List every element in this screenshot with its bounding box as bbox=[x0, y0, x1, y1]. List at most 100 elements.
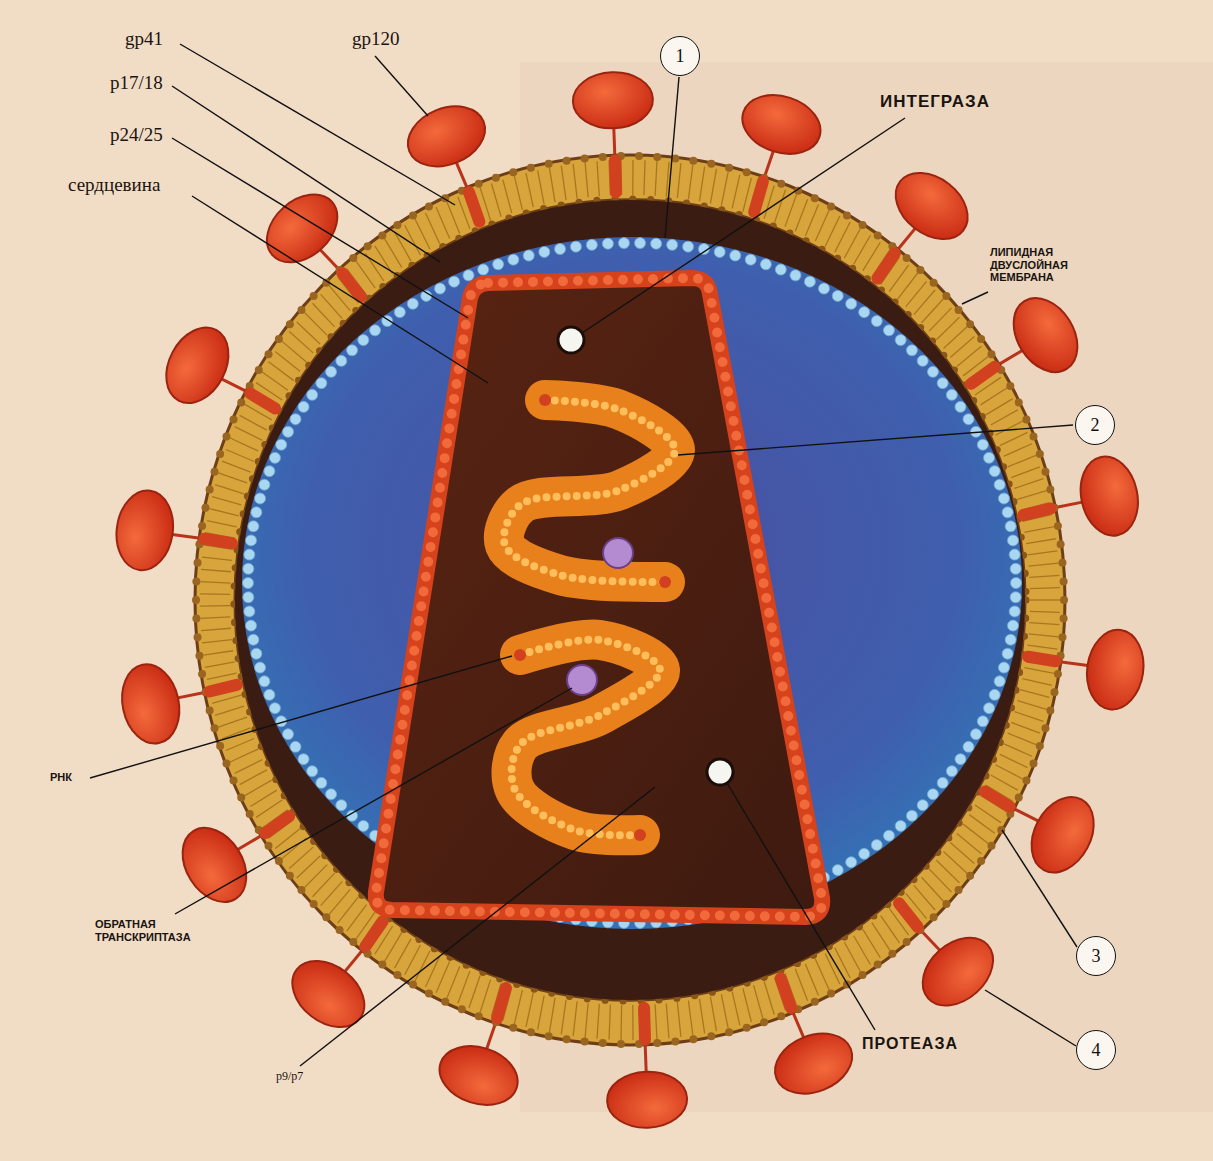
lipid-head bbox=[192, 615, 200, 623]
lipid-tail bbox=[405, 945, 421, 975]
lipid-head bbox=[1046, 706, 1054, 714]
rna-end bbox=[514, 649, 526, 661]
matrix-bead bbox=[917, 355, 928, 366]
lipid-head bbox=[617, 1040, 625, 1048]
lipid-head bbox=[1060, 577, 1068, 585]
matrix-bead bbox=[998, 493, 1009, 504]
matrix-bead bbox=[955, 401, 966, 412]
gp41-stem bbox=[265, 816, 289, 833]
lipid-tail bbox=[425, 956, 439, 987]
lipid-head bbox=[198, 522, 206, 530]
lipid-tail bbox=[721, 994, 728, 1028]
matrix-bead bbox=[1005, 521, 1016, 532]
lipid-tail bbox=[538, 996, 544, 1030]
lipid-tail bbox=[957, 833, 982, 853]
lipid-tail bbox=[835, 222, 850, 252]
leader-line bbox=[962, 292, 988, 304]
lipid-tail bbox=[688, 165, 692, 200]
lipid-head bbox=[653, 1039, 661, 1047]
gp41-stem bbox=[781, 978, 791, 1008]
lipid-tail bbox=[226, 739, 254, 751]
lipid-tail bbox=[1024, 527, 1054, 533]
matrix-bead bbox=[984, 452, 995, 463]
lipid-tail bbox=[1017, 491, 1046, 500]
matrix-bead bbox=[955, 754, 966, 765]
matrix-bead bbox=[946, 766, 957, 777]
gp41-stem bbox=[971, 367, 995, 384]
gp41-stem bbox=[609, 160, 622, 192]
lipid-head bbox=[286, 320, 294, 328]
lipid-tail bbox=[425, 213, 439, 244]
matrix-bead bbox=[906, 810, 917, 821]
lipid-tail bbox=[854, 936, 871, 965]
lipid-head bbox=[930, 279, 938, 287]
lipid-head bbox=[707, 160, 715, 168]
lipid-head bbox=[216, 742, 224, 750]
lipid-head bbox=[1015, 793, 1023, 801]
lipid-tail bbox=[754, 182, 763, 215]
rna-texture bbox=[511, 640, 660, 836]
matrix-bead bbox=[269, 452, 280, 463]
lipid-head bbox=[1060, 615, 1068, 623]
lipid-head bbox=[255, 366, 263, 374]
lipid-head bbox=[364, 242, 372, 250]
lipid-head bbox=[1030, 433, 1038, 441]
lipid-head bbox=[966, 320, 974, 328]
lipid-tail bbox=[1024, 668, 1054, 674]
matrix-bead bbox=[508, 254, 519, 265]
lipid-tail bbox=[710, 997, 716, 1031]
matrix-bead bbox=[977, 716, 988, 727]
lipid-tail bbox=[514, 176, 522, 210]
lipid-tail bbox=[881, 916, 900, 943]
matrix-bead bbox=[370, 325, 381, 336]
matrix-bead bbox=[259, 676, 270, 687]
lipid-tail bbox=[205, 662, 235, 667]
matrix-bead bbox=[790, 270, 801, 281]
lipid-head bbox=[192, 596, 200, 604]
matrix-bead bbox=[244, 549, 255, 560]
matrix-bead bbox=[1002, 648, 1013, 659]
lipid-head bbox=[930, 913, 938, 921]
lipid-head bbox=[393, 971, 401, 979]
lipid-head bbox=[707, 1032, 715, 1040]
lipid-tail bbox=[854, 235, 871, 264]
rna-end bbox=[634, 829, 646, 841]
callout-number: 1 bbox=[660, 36, 700, 76]
lipid-tail bbox=[981, 388, 1007, 405]
lipid-head bbox=[349, 254, 357, 262]
matrix-beads bbox=[243, 238, 1022, 929]
lipid-tail bbox=[385, 933, 402, 962]
lipid-head bbox=[222, 433, 230, 441]
lipid-head bbox=[859, 971, 867, 979]
lipid-tail bbox=[549, 168, 555, 202]
lipid-tail bbox=[1026, 656, 1056, 661]
lipid-tail bbox=[202, 640, 232, 643]
lipid-tail bbox=[721, 172, 728, 206]
callout-text: 2 bbox=[1091, 415, 1100, 436]
lipid-head bbox=[194, 559, 202, 567]
matrix-bead bbox=[316, 777, 327, 788]
lipid-tail bbox=[256, 800, 282, 817]
matrix-bead bbox=[570, 241, 581, 252]
lipid-tail bbox=[395, 939, 411, 968]
gp41-stem bbox=[754, 182, 763, 212]
lipid-tail bbox=[991, 410, 1018, 425]
lipid-head bbox=[653, 153, 661, 161]
lipid-tail bbox=[963, 824, 988, 843]
gp41-stem bbox=[497, 988, 506, 1018]
gp120-knob bbox=[170, 816, 260, 914]
matrix-bead bbox=[1010, 563, 1021, 574]
lipid-tail bbox=[480, 980, 490, 1013]
reverse-transcriptase-dot bbox=[603, 538, 633, 568]
lipid-head bbox=[1030, 759, 1038, 767]
lipid-head bbox=[230, 777, 238, 785]
matrix-bead bbox=[963, 741, 974, 752]
matrix-bead bbox=[937, 378, 948, 389]
lipid-head bbox=[545, 160, 553, 168]
gp120-knob bbox=[766, 1023, 861, 1105]
lipid-head bbox=[1036, 742, 1044, 750]
lipid-tail bbox=[775, 190, 786, 223]
leader-line bbox=[192, 196, 488, 383]
lipid-head bbox=[942, 292, 950, 300]
